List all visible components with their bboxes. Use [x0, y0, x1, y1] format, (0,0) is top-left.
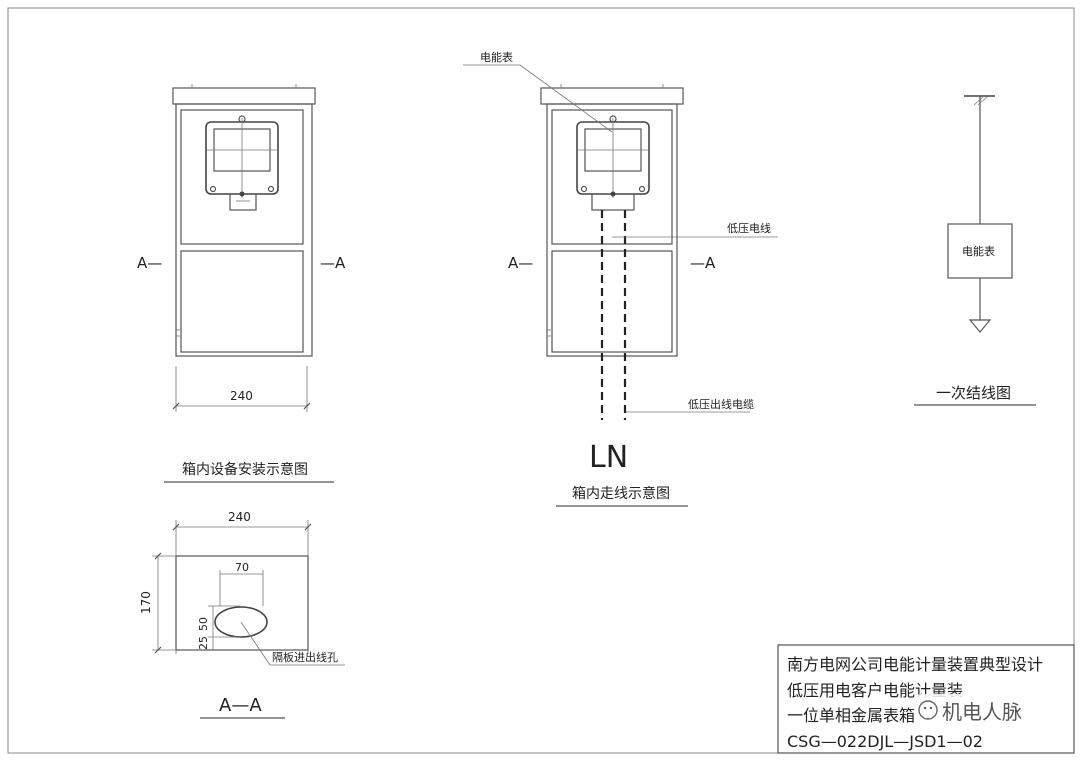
- install-view-title: 箱内设备安装示意图: [182, 461, 308, 478]
- meter-callout: 电能表: [480, 50, 513, 64]
- wiring-view-title: 箱内走线示意图: [572, 485, 670, 502]
- watermark: 机电人脉: [915, 694, 1045, 726]
- drawing-border: [7, 7, 1075, 754]
- dim-width-label: 240: [230, 389, 253, 403]
- a-right-marker: —A: [690, 254, 716, 272]
- dim-hole-offset-label: 25: [197, 636, 210, 650]
- dim-width-section-label: 240: [228, 510, 251, 524]
- partition-hole-callout: 隔板进出线孔: [272, 650, 338, 664]
- a-left-marker: A—: [508, 254, 533, 272]
- lv-out-cable-callout: 低压出线电缆: [688, 397, 754, 411]
- box-body: [175, 103, 313, 357]
- dim-width-install: 240: [172, 366, 311, 412]
- partition-hole: [214, 606, 268, 638]
- title-block: 南方电网公司电能计量装置典型设计 低压用电客户电能计量装 一位单相金属表箱 CS…: [777, 644, 1075, 754]
- dim-hole-height-label: 50: [197, 617, 210, 631]
- title-line-4: CSG—022DJL—JSD1—02: [787, 732, 983, 751]
- meter-block-label: 电能表: [962, 244, 995, 258]
- meter-symbol: [576, 115, 650, 211]
- title-line-1: 南方电网公司电能计量装置典型设计: [787, 655, 1043, 674]
- wechat-icon: [918, 700, 938, 720]
- install-view: A— —A 240 箱内设备安装示意图: [137, 84, 346, 483]
- section-outline: [175, 555, 309, 651]
- section-view: 240 70 50 25 170 隔板进出线孔 A—A: [139, 510, 345, 719]
- meter-symbol: [205, 115, 279, 211]
- primary-diagram: 电能表 一次结线图: [914, 95, 1036, 406]
- dim-height-label: 170: [139, 591, 153, 614]
- primary-diagram-title: 一次结线图: [936, 384, 1011, 402]
- box-upper-panel: [180, 109, 304, 245]
- title-line-3: 一位单相金属表箱: [787, 706, 915, 725]
- a-right-marker: —A: [320, 254, 346, 272]
- section-title: A—A: [219, 695, 262, 716]
- lv-wire-callout: 低压电线: [727, 221, 771, 235]
- ln-label: LN: [589, 440, 628, 475]
- dim-hole-width-label: 70: [235, 561, 249, 574]
- wiring-view: A— —A 电能表 低压电线 低压出线电缆 LN 箱内走线示意图: [463, 50, 778, 507]
- box-roof: [172, 87, 316, 105]
- box-lower-panel: [180, 250, 304, 353]
- a-left-marker: A—: [137, 254, 162, 272]
- ground-symbol: [968, 319, 992, 333]
- watermark-text: 机电人脉: [942, 700, 1022, 724]
